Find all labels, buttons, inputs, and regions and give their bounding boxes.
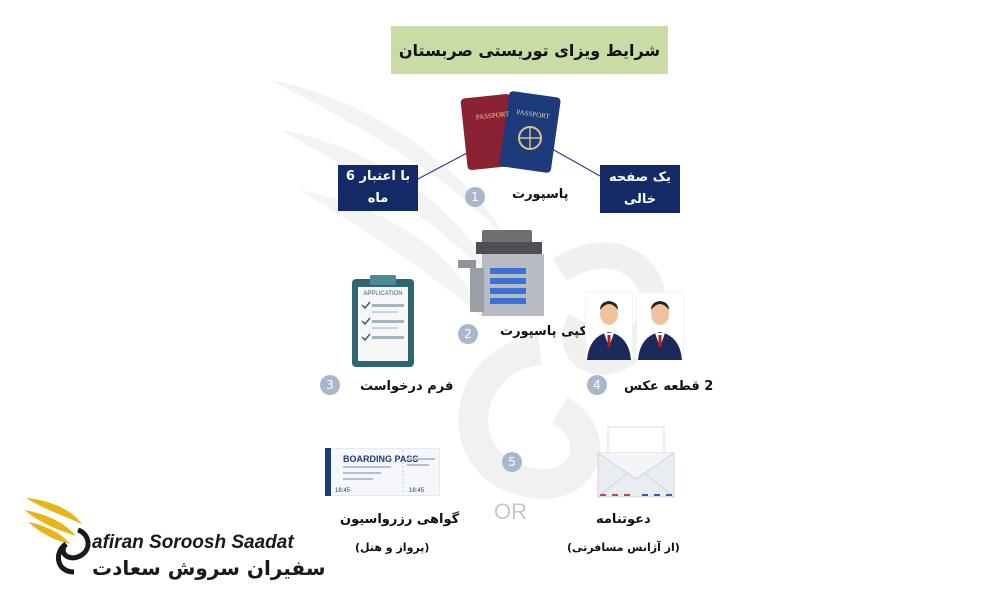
reservation-label: گواهی رزرواسیون: [340, 512, 460, 527]
copy-label: کپی پاسپورت: [500, 324, 588, 339]
brand-name-en: afiran Soroosh Saadat: [92, 532, 294, 553]
passport-label: پاسپورت: [512, 187, 569, 202]
photo-icon-2: [636, 292, 684, 360]
brand-name-fa: سفیران سروش سعادت: [92, 556, 326, 580]
svg-text:PASSPORT: PASSPORT: [516, 108, 551, 121]
step-badge-1: 1: [465, 187, 485, 207]
reservation-sublabel: (پرواز و هتل): [355, 541, 430, 554]
photo-icon-1: [585, 292, 633, 360]
application-form-icon: APPLICATION: [352, 275, 414, 367]
step-badge-3: 3: [320, 375, 340, 395]
passport-blank-page-box: یک صفحه خالی: [600, 165, 680, 213]
passport-blank-page-text: یک صفحه خالی: [609, 170, 671, 207]
step-badge-4: 4: [587, 375, 607, 395]
step-badge-5: 5: [502, 452, 522, 472]
invitation-label: دعوتنامه: [596, 512, 651, 527]
envelope-icon: [597, 426, 675, 498]
form-label: فرم درخواست: [360, 379, 454, 394]
passport-validity-box: با اعتبار 6 ماه: [338, 165, 418, 211]
copier-icon: [458, 230, 544, 316]
svg-text:BOARDING PASS: BOARDING PASS: [343, 454, 418, 464]
boarding-pass-icon: BOARDING PASS 18:45 18:45: [325, 448, 440, 496]
passport-cover-text: PASSPORT PASSPORT: [475, 108, 551, 122]
or-text: OR: [494, 499, 527, 524]
page-title: شرایط ویزای توریستی صربستان: [391, 26, 668, 74]
step-badge-2: 2: [458, 324, 478, 344]
photos-label: 2 قطعه عکس: [624, 379, 714, 394]
passport-validity-text: با اعتبار 6 ماه: [345, 169, 411, 206]
svg-text:APPLICATION: APPLICATION: [363, 291, 402, 297]
svg-text:PASSPORT: PASSPORT: [475, 110, 510, 122]
invitation-sublabel: (از آژانس مسافرتی): [567, 541, 680, 554]
passport-icon: [460, 91, 561, 173]
svg-text:18:45: 18:45: [409, 488, 425, 494]
svg-text:18:45: 18:45: [335, 488, 351, 494]
brand-wing-icon: [24, 498, 91, 575]
